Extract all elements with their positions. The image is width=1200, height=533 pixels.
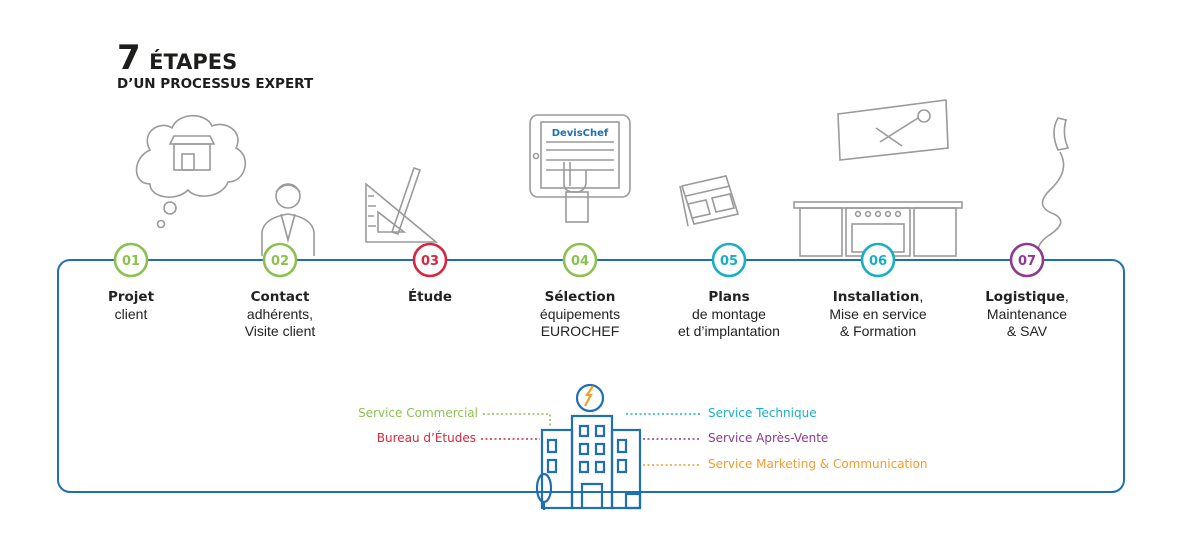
step-marker-02: 02 — [262, 242, 298, 278]
title-block: 7 ÉTAPES D’UN PROCESSUS EXPERT — [117, 38, 313, 92]
service-commercial: Service Commercial — [358, 406, 478, 420]
title-number: 7 — [117, 38, 141, 78]
blueprint-icon — [679, 175, 740, 227]
service-connectors — [481, 413, 700, 466]
step-label-07: Logistique,Maintenance& SAV — [952, 288, 1102, 340]
kitchen-install-icon — [793, 99, 963, 257]
step-marker-07: 07 — [1009, 242, 1045, 278]
step-number: 04 — [571, 254, 589, 269]
tablet-touch-icon — [529, 114, 631, 223]
step-circle — [1009, 242, 1045, 278]
step-marker-03: 03 — [412, 242, 448, 278]
step-title: Étude — [407, 289, 453, 305]
step-circle — [562, 242, 598, 278]
step-marker-01: 01 — [113, 242, 149, 278]
building-icon — [535, 383, 642, 510]
step-title: Logistique, — [985, 288, 1069, 305]
step-desc-line: Visite client — [244, 323, 316, 339]
step-title: Contact — [250, 289, 310, 305]
step-number: 07 — [1018, 254, 1036, 269]
shop-thought-icon — [135, 114, 247, 229]
step-number: 03 — [421, 254, 439, 269]
service-bureau-etudes: Bureau d’Études — [376, 431, 476, 445]
step-desc-line: et d’implantation — [678, 323, 780, 339]
step-desc-line: Maintenance — [986, 306, 1068, 322]
step-desc-line: adhérents, — [246, 306, 314, 322]
tablet-brand: DevisChef — [552, 128, 609, 139]
step-desc-line: client — [114, 306, 148, 322]
step-desc-line: équipements — [539, 306, 621, 322]
step-desc-line: de montage — [692, 306, 766, 322]
step-number: 06 — [869, 254, 887, 269]
step-circle — [412, 242, 448, 278]
step-number: 05 — [720, 254, 738, 269]
step-title: Plans — [708, 289, 750, 305]
step-title: Installation, — [832, 288, 924, 305]
service-apres-vente: Service Après-Vente — [708, 431, 829, 445]
step-circle — [860, 242, 896, 278]
step-desc-line: EUROCHEF — [540, 323, 620, 339]
step-desc-line: & Formation — [839, 323, 917, 339]
step-circle — [711, 242, 747, 278]
step-label-06: Installation,Mise en service& Formation — [803, 288, 953, 340]
connector-commercial — [483, 413, 551, 428]
step-circle — [113, 242, 149, 278]
step-marker-04: 04 — [562, 242, 598, 278]
step-number: 02 — [271, 254, 289, 269]
step-desc-line: Mise en service — [829, 306, 927, 322]
subtitle: D’UN PROCESSUS EXPERT — [117, 76, 314, 92]
step-marker-05: 05 — [711, 242, 747, 278]
step-label-03: Étude — [355, 288, 505, 306]
step-title: Sélection — [544, 289, 616, 305]
service-marketing: Service Marketing & Communication — [708, 457, 928, 471]
phone-icon — [1037, 117, 1070, 257]
step-desc-line: & SAV — [1006, 323, 1048, 339]
service-technique: Service Technique — [708, 406, 817, 420]
step-circle — [262, 242, 298, 278]
step-marker-06: 06 — [860, 242, 896, 278]
ruler-pencil-icon — [365, 166, 439, 243]
step-number: 01 — [122, 254, 140, 269]
step-title: Projet — [107, 289, 155, 305]
title-word: ÉTAPES — [149, 50, 238, 74]
